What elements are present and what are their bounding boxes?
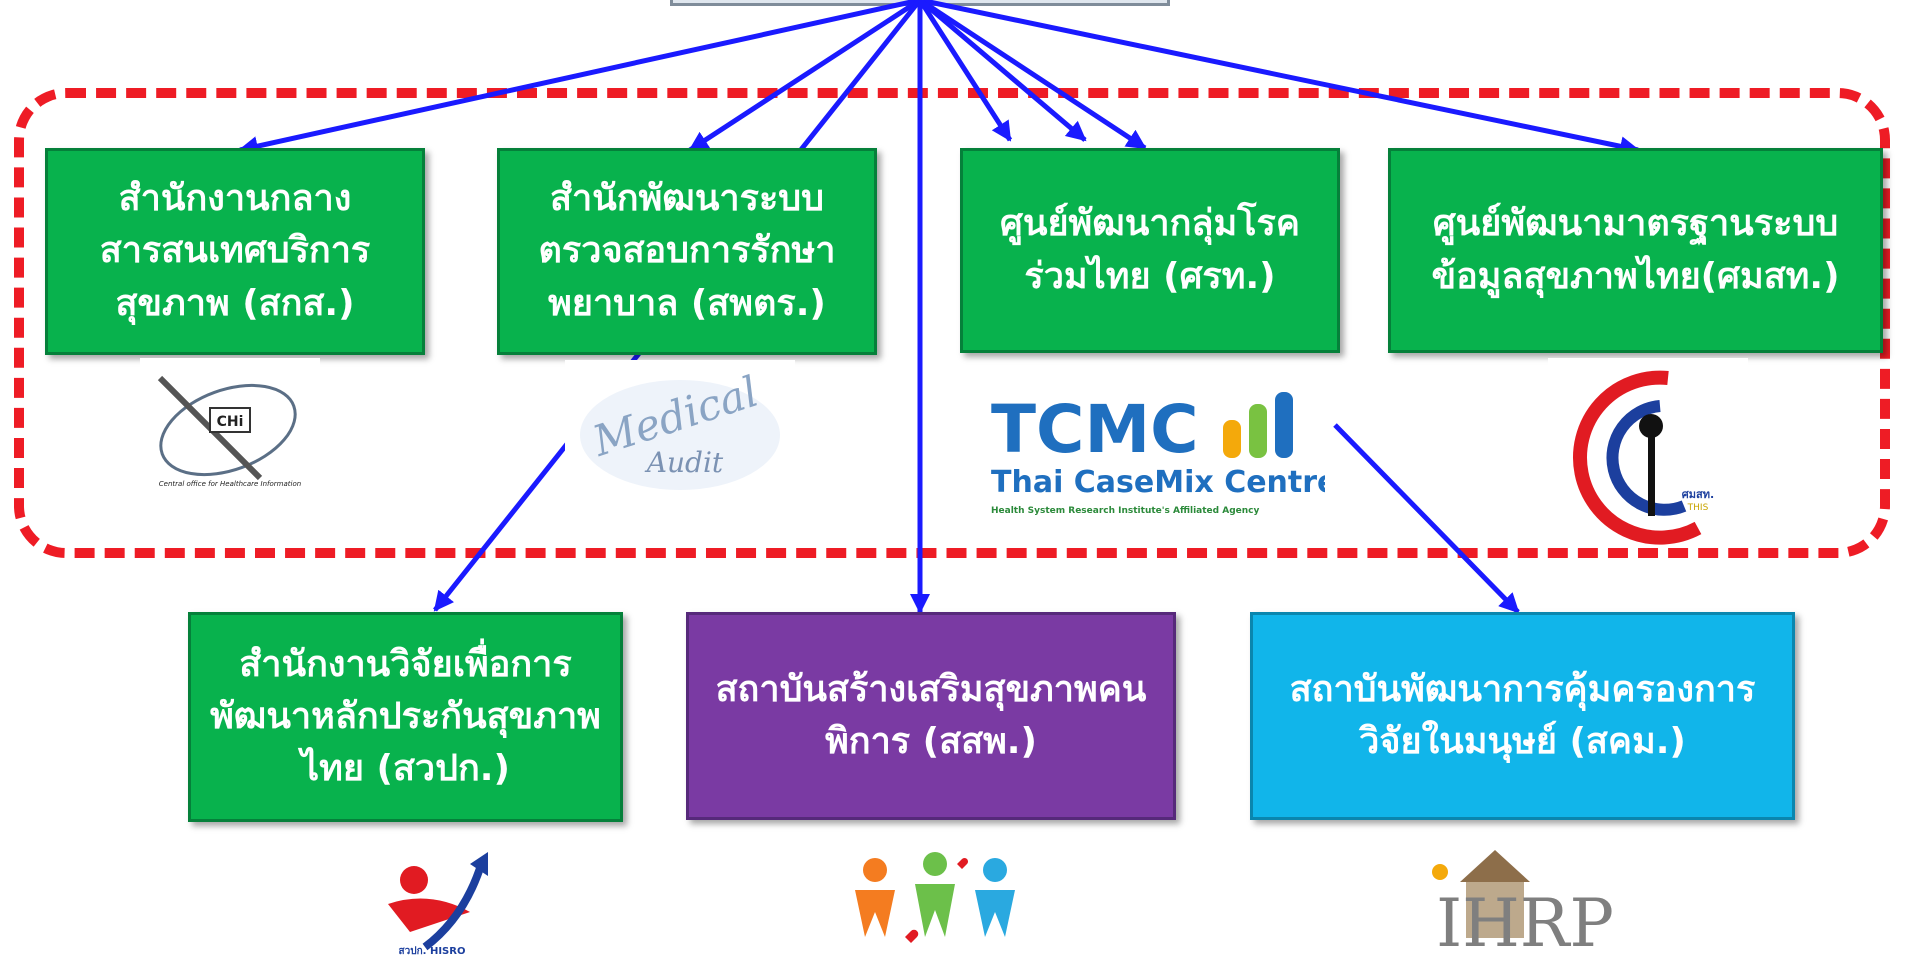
org-box-ppd: สถาบันสร้างเสริมสุขภาพคนพิการ (สสพ.) [686,612,1176,820]
this-logo-mark: ศมสท. [1682,488,1714,501]
org-box-audit: สำนักพัฒนาระบบตรวจสอบการรักษาพยาบาล (สพต… [497,148,877,355]
parent-organization-box [670,0,1170,6]
chi-logo: CHi Central office for Healthcare Inform… [140,358,320,503]
org-box-tcmc: ศูนย์พัฒนากลุ่มโรคร่วมไทย (ศรท.) [960,148,1340,353]
org-box-hisro: สำนักงานวิจัยเพื่อการพัฒนาหลักประกันสุขภ… [188,612,623,822]
chi-logo-mark: CHi [217,414,244,430]
medical-audit-logo: Medical Audit [565,360,795,510]
org-box-label: ศูนย์พัฒนามาตรฐานระบบข้อมูลสุขภาพไทย(ศมส… [1431,203,1840,297]
ihrp-logo-mark: IHRP [1436,885,1614,962]
disability-logo [845,842,1025,960]
org-box-cgs: สำนักงานกลางสารสนเทศบริการสุขภาพ (สกส.) [45,148,425,355]
org-box-label: สถาบันพัฒนาการคุ้มครองการวิจัยในมนุษย์ (… [1289,668,1756,762]
org-box-label: สำนักพัฒนาระบบตรวจสอบการรักษาพยาบาล (สพต… [538,178,836,324]
org-box-label: สถาบันสร้างเสริมสุขภาพคนพิการ (สสพ.) [715,668,1147,762]
org-box-label: สำนักงานกลางสารสนเทศบริการสุขภาพ (สกส.) [99,178,371,324]
org-box-label: ศูนย์พัฒนากลุ่มโรคร่วมไทย (ศรท.) [1000,203,1300,297]
hisro-logo-mark: สวปก. HISRO [399,945,466,957]
ihrp-logo: IHRP [1420,842,1630,966]
org-box-this: ศูนย์พัฒนามาตรฐานระบบข้อมูลสุขภาพไทย(ศมส… [1388,148,1883,353]
tcmc-logo-mark: TCMC [991,391,1199,468]
org-box-label: สำนักงานวิจัยเพื่อการพัฒนาหลักประกันสุขภ… [210,643,601,790]
org-box-ihrp: สถาบันพัฒนาการคุ้มครองการวิจัยในมนุษย์ (… [1250,612,1795,820]
this-logo-sub: THIS [1687,503,1709,513]
hisro-logo: สวปก. HISRO [370,842,505,962]
this-logo: ศมสท. THIS [1548,358,1748,548]
tcmc-logo-tagline: Health System Research Institute's Affil… [991,506,1259,516]
medical-audit-line2: Audit [644,446,724,479]
tcmc-logo: TCMC Thai CaseMix Centre Health System R… [985,370,1325,528]
tcmc-logo-name: Thai CaseMix Centre [991,465,1325,500]
chi-logo-caption: Central office for Healthcare Informatio… [159,480,301,488]
